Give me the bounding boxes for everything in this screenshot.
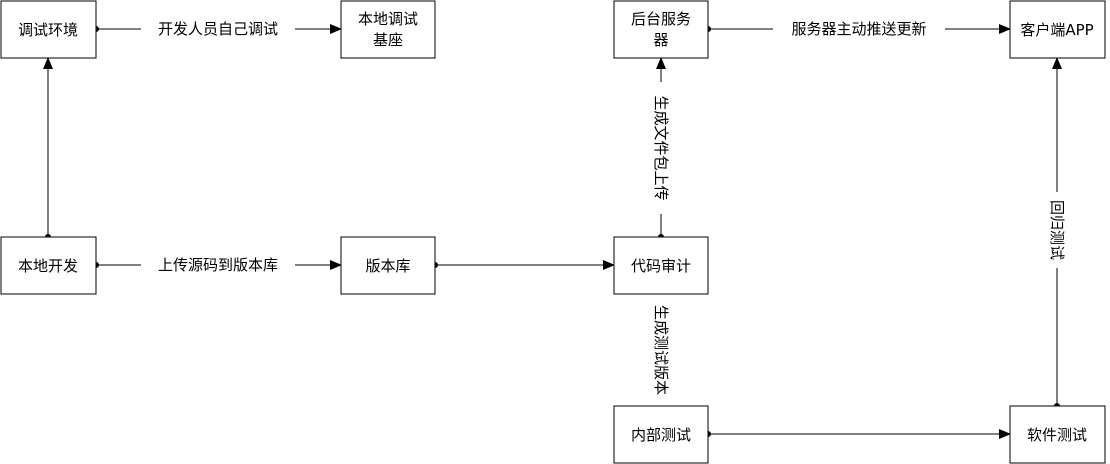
edge-label-audit-to-server: 生成文件包上传 <box>652 95 670 200</box>
edge-label-dev-to-repo: 上传源码到版本库 <box>158 256 278 274</box>
node-repo: 版本库 <box>340 236 436 295</box>
node-local-dev: 本地开发 <box>0 236 97 295</box>
node-code-audit-label: 代码审计 <box>631 257 691 275</box>
node-internal-test: 内部测试 <box>613 405 709 464</box>
edge-repo-to-audit <box>432 260 615 270</box>
node-software-test: 软件测试 <box>1009 405 1106 464</box>
edge-label-server-to-client: 服务器主动推送更新 <box>791 20 926 38</box>
node-local-base-label-2: 基座 <box>373 31 403 49</box>
edge-audit-to-internal: 生成测试版本 <box>650 291 672 406</box>
node-backend-server-label-1: 后台服务 <box>631 10 691 28</box>
node-internal-test-label: 内部测试 <box>631 426 691 444</box>
node-debug-env-label: 调试环境 <box>18 21 78 39</box>
edge-dev-to-repo: 上传源码到版本库 <box>93 254 342 276</box>
node-backend-server-label-2: 器 <box>653 31 668 49</box>
edge-server-to-client: 服务器主动推送更新 <box>705 18 1011 40</box>
edge-internal-to-software <box>705 429 1011 439</box>
node-repo-label: 版本库 <box>365 257 410 275</box>
node-debug-env: 调试环境 <box>0 0 97 59</box>
edge-dev-to-debug <box>43 57 53 240</box>
edge-audit-to-server: 生成文件包上传 <box>650 57 672 240</box>
node-client-app: 客户端APP <box>1009 0 1106 59</box>
node-backend-server: 后台服务 器 <box>613 0 709 59</box>
edge-label-audit-to-internal: 生成测试版本 <box>652 305 670 395</box>
edge-label-debug-to-base: 开发人员自己调试 <box>158 20 278 38</box>
node-local-base: 本地调试 基座 <box>340 0 436 59</box>
node-client-app-label: 客户端APP <box>1020 21 1093 39</box>
node-software-test-label: 软件测试 <box>1027 426 1087 444</box>
edge-debug-to-base: 开发人员自己调试 <box>93 18 342 40</box>
node-local-dev-label: 本地开发 <box>18 257 78 275</box>
edge-software-to-client: 回归测试 <box>1046 57 1068 409</box>
edge-label-software-to-client: 回归测试 <box>1048 200 1066 260</box>
node-local-base-label-1: 本地调试 <box>358 10 418 28</box>
node-code-audit: 代码审计 <box>613 236 709 295</box>
